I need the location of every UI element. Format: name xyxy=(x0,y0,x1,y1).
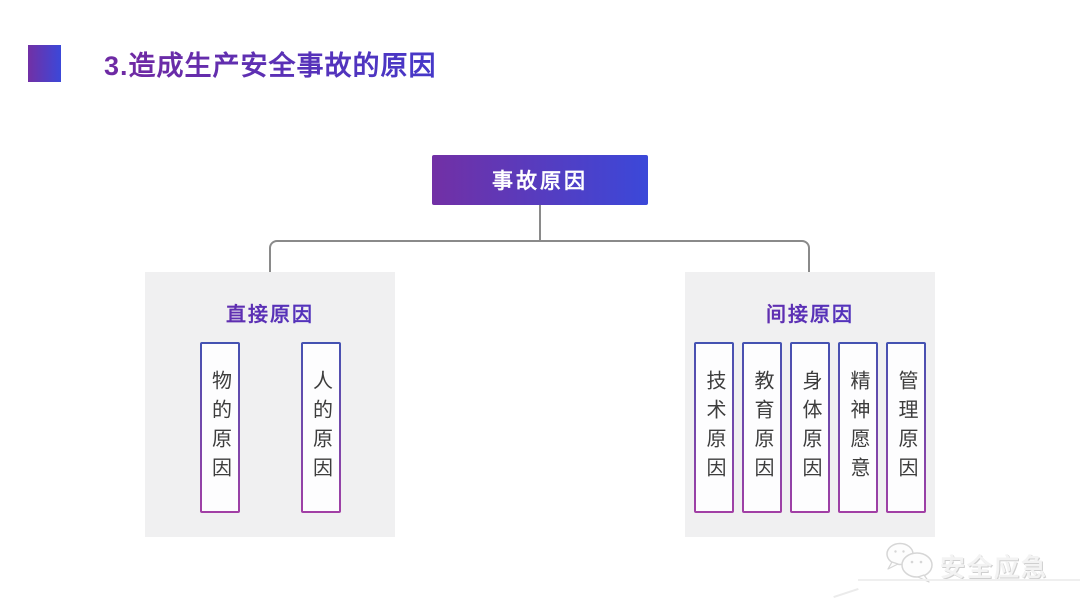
watermark-text: 安全应急 xyxy=(940,553,1049,582)
cause-item-mental: 精神愿意 xyxy=(838,342,878,513)
cause-item-label: 人的原因 xyxy=(309,369,332,486)
cause-item-material: 物的原因 xyxy=(200,342,240,513)
watermark-swoosh-line xyxy=(833,588,859,598)
cause-item-label: 管理原因 xyxy=(895,369,917,486)
panel-direct-causes: 直接原因 物的原因 人的原因 xyxy=(145,272,395,537)
cause-item-technical: 技术原因 xyxy=(694,342,734,513)
watermark-underline xyxy=(858,579,1080,581)
root-node-accident-cause: 事故原因 xyxy=(432,155,648,205)
wechat-chat-bubbles-icon xyxy=(884,541,936,590)
title-bullet-square xyxy=(28,45,61,82)
direct-causes-row: 物的原因 人的原因 xyxy=(145,342,395,513)
panel-title-indirect: 间接原因 xyxy=(685,298,935,327)
page-title: 3.造成生产安全事故的原因 xyxy=(104,46,437,86)
cause-item-label: 身体原因 xyxy=(799,369,821,486)
watermark-logo: 安全应急 xyxy=(884,541,1048,590)
panel-title-direct: 直接原因 xyxy=(145,298,395,327)
cause-item-human: 人的原因 xyxy=(301,342,341,513)
cause-item-education: 教育原因 xyxy=(742,342,782,513)
cause-item-label: 精神愿意 xyxy=(847,369,869,486)
cause-item-label: 教育原因 xyxy=(751,369,773,486)
cause-item-label: 技术原因 xyxy=(703,369,725,486)
cause-item-management: 管理原因 xyxy=(886,342,926,513)
connector-stub xyxy=(539,205,541,241)
indirect-causes-row: 技术原因 教育原因 身体原因 精神愿意 管理原因 xyxy=(685,342,935,513)
cause-item-physical: 身体原因 xyxy=(790,342,830,513)
cause-item-label: 物的原因 xyxy=(208,369,231,486)
panel-indirect-causes: 间接原因 技术原因 教育原因 身体原因 精神愿意 管理原因 xyxy=(685,272,935,537)
connector-bracket xyxy=(269,240,810,275)
